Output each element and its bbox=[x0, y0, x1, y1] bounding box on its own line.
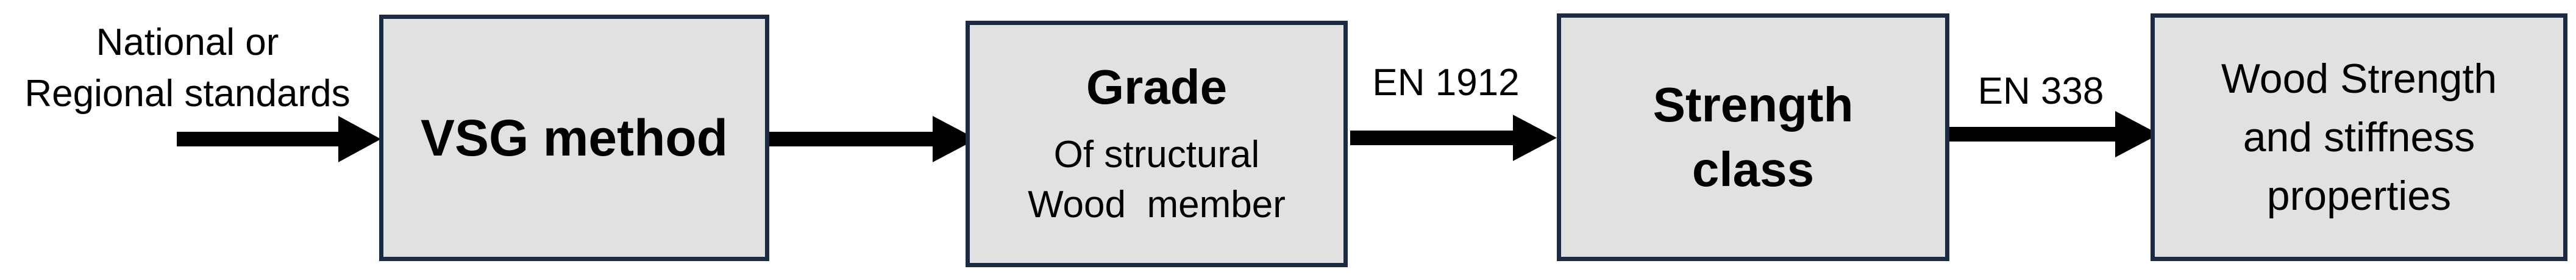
grade-box: Grade Of structural Wood member bbox=[966, 21, 1348, 267]
properties-box: Wood Strength and stiffness properties bbox=[2151, 13, 2567, 261]
grade-subtitle-line2: Wood member bbox=[1028, 184, 1286, 226]
properties-line2: and stiffness bbox=[2243, 114, 2475, 160]
strength-class-title-line2: class bbox=[1692, 142, 1815, 196]
properties-line3: properties bbox=[2266, 173, 2452, 219]
vsg-method-box: VSG method bbox=[379, 15, 769, 261]
properties-line1: Wood Strength bbox=[2221, 56, 2497, 102]
en338-label: EN 338 bbox=[1977, 70, 2104, 112]
strength-class-title-line1: Strength bbox=[1653, 77, 1854, 132]
strength-class-box: Strength class bbox=[1557, 13, 1949, 261]
input-standards-line1: National or bbox=[96, 21, 279, 63]
input-standards-line2: Regional standards bbox=[24, 73, 350, 115]
en1912-label: EN 1912 bbox=[1372, 62, 1520, 104]
input-standards-label: National or Regional standards bbox=[0, 17, 375, 120]
grade-subtitle-line1: Of structural bbox=[1053, 134, 1260, 176]
vsg-method-title: VSG method bbox=[420, 109, 728, 167]
grade-title: Grade bbox=[1086, 60, 1228, 114]
